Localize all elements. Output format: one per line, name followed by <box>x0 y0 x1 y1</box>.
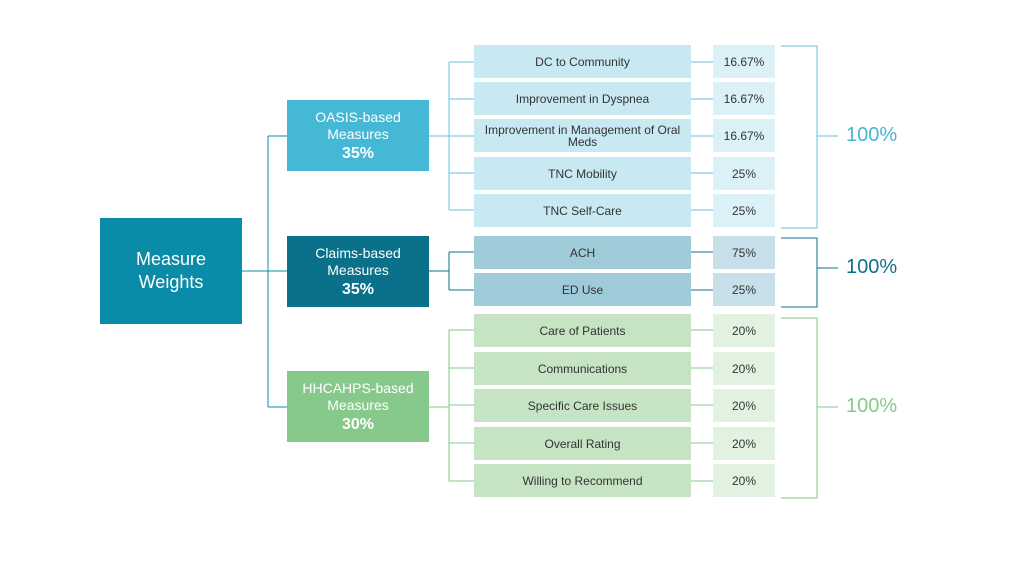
category-claims: Claims-based Measures 35% <box>287 236 429 307</box>
category-claims-percent: 35% <box>341 281 375 298</box>
oasis-connector <box>429 61 713 211</box>
category-oasis-line1: OASIS-based <box>315 109 401 125</box>
measure-weight: 20% <box>713 389 775 422</box>
category-oasis: OASIS-based Measures 35% <box>287 100 429 171</box>
category-claims-line2: Measures <box>327 262 389 278</box>
measure-weight: 20% <box>713 427 775 460</box>
hhcahps-total: 100% <box>846 395 898 417</box>
root-label-line2: Weights <box>138 272 204 292</box>
category-hhcahps-percent: 30% <box>341 416 375 433</box>
root-label-line1: Measure <box>135 249 207 269</box>
claims-total: 100% <box>846 256 898 278</box>
oasis-total: 100% <box>846 124 898 146</box>
measure-weight: 20% <box>713 314 775 347</box>
measure-item: ACH <box>474 236 691 269</box>
measure-weight: 20% <box>713 352 775 385</box>
category-oasis-line2: Measures <box>327 126 389 142</box>
measure-item: Improvement in Management of Oral Meds <box>474 119 691 152</box>
measure-weight: 16.67% <box>713 82 775 115</box>
category-hhcahps-line2: Measures <box>327 397 389 413</box>
measure-item: TNC Mobility <box>474 157 691 190</box>
category-claims-line1: Claims-based <box>315 245 401 261</box>
measure-weight: 25% <box>713 194 775 227</box>
measure-item: Improvement in Dyspnea <box>474 82 691 115</box>
measure-item: Specific Care Issues <box>474 389 691 422</box>
measure-item: Willing to Recommend <box>474 464 691 497</box>
measure-item: TNC Self-Care <box>474 194 691 227</box>
measure-item: Overall Rating <box>474 427 691 460</box>
measure-item: Care of Patients <box>474 314 691 347</box>
hhcahps-connector <box>429 329 713 482</box>
measure-weight: 20% <box>713 464 775 497</box>
measure-weight: 25% <box>713 273 775 306</box>
root-connector <box>242 135 287 408</box>
measure-item: Communications <box>474 352 691 385</box>
measure-weight: 75% <box>713 236 775 269</box>
measure-weight: 16.67% <box>713 119 775 152</box>
oasis-bracket <box>781 45 838 229</box>
claims-connector <box>429 251 713 291</box>
measure-item: DC to Community <box>474 45 691 78</box>
measure-weight: 25% <box>713 157 775 190</box>
claims-bracket <box>781 237 838 308</box>
hhcahps-bracket <box>781 317 838 499</box>
category-hhcahps: HHCAHPS-based Measures 30% <box>287 371 429 442</box>
root-measure-weights: Measure Weights <box>100 218 242 324</box>
measure-item: ED Use <box>474 273 691 306</box>
category-hhcahps-line1: HHCAHPS-based <box>302 380 414 396</box>
category-oasis-percent: 35% <box>341 145 375 162</box>
measure-weight: 16.67% <box>713 45 775 78</box>
